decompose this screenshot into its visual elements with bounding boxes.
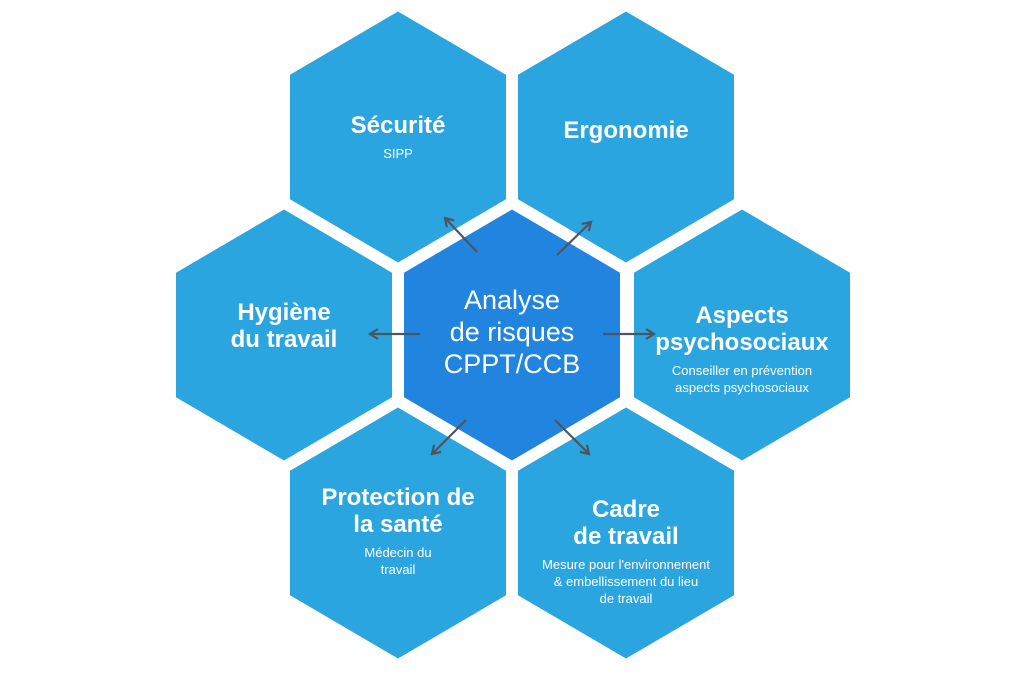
arrow-to-ergonomie — [556, 220, 593, 256]
node-title: Sécurité — [350, 112, 446, 139]
node-subtitle-line: Médecin du — [364, 544, 432, 560]
node-hygiene: Hygiène du travail — [186, 299, 382, 354]
center-title-line: CPPT/CCB — [443, 348, 581, 379]
center-title: Analyse de risques CPPT/CCB — [412, 285, 612, 381]
center-title-line: Analyse — [463, 285, 561, 315]
hex-center — [398, 202, 626, 468]
node-title-line: Protection de — [321, 484, 475, 511]
hex-ergonomie — [512, 4, 740, 270]
node-subtitle-line: de travail — [599, 590, 653, 606]
node-title-line: Hygiène — [237, 299, 331, 326]
hex-protection — [284, 400, 512, 666]
node-subtitle-line: travail — [380, 561, 416, 577]
node-title-line: la santé — [353, 510, 443, 538]
node-title: Ergonomie — [563, 117, 689, 144]
node-title-line: de travail — [573, 522, 679, 550]
node-title-line: psychosociaux — [655, 328, 829, 356]
arrow-to-securite — [443, 216, 478, 253]
node-title-line: Cadre — [591, 496, 661, 523]
node-aspects: Aspects psychosociaux Conseiller en prév… — [636, 302, 848, 397]
node-ergonomie: Ergonomie — [528, 117, 724, 145]
node-subtitle-line: Mesure pour l'environnement — [542, 556, 710, 572]
node-cadre: Cadre de travail Mesure pour l'environne… — [522, 496, 730, 607]
hex-securite — [284, 4, 512, 270]
center-title-line: de risques — [449, 316, 575, 347]
node-subtitle: SIPP — [383, 145, 413, 161]
node-protection: Protection de la santé Médecin du travai… — [296, 484, 500, 579]
arrow-to-protection — [430, 419, 467, 456]
hex-hygiene — [170, 202, 398, 468]
hex-aspects — [628, 202, 856, 468]
node-title-line: du travail — [230, 325, 338, 353]
hex-cadre — [512, 400, 740, 666]
node-subtitle-line: aspects psychosociaux — [675, 379, 809, 395]
arrow-to-cadre — [554, 419, 591, 456]
node-subtitle-line: & embellissement du lieu — [553, 573, 699, 589]
node-securite: Sécurité SIPP — [300, 112, 496, 163]
node-title-line: Aspects — [695, 302, 789, 329]
node-subtitle-line: Conseiller en prévention — [671, 362, 813, 378]
